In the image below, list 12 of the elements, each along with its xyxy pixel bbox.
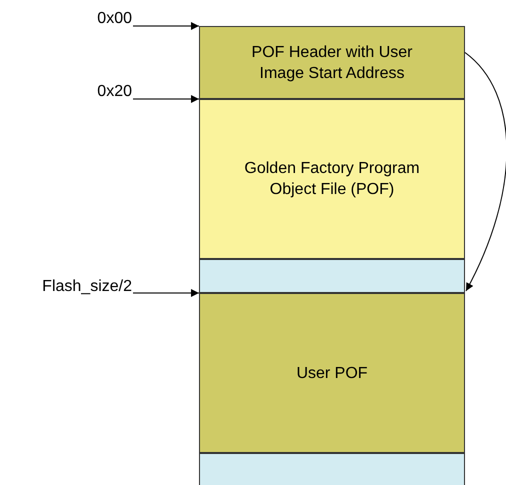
address-label: 0x00 bbox=[80, 8, 132, 30]
arrow bbox=[132, 22, 200, 30]
arrow bbox=[132, 289, 200, 297]
memory-block: User POF bbox=[199, 293, 465, 453]
address-label: 0x20 bbox=[80, 81, 132, 103]
arrow bbox=[132, 95, 200, 103]
memory-gap bbox=[199, 453, 465, 485]
address-label: Flash_size/2 bbox=[8, 276, 132, 298]
memory-block: POF Header with User Image Start Address bbox=[199, 26, 465, 99]
memory-gap bbox=[199, 259, 465, 293]
arrow bbox=[464, 52, 506, 292]
memory-block: Golden Factory Program Object File (POF) bbox=[199, 99, 465, 259]
